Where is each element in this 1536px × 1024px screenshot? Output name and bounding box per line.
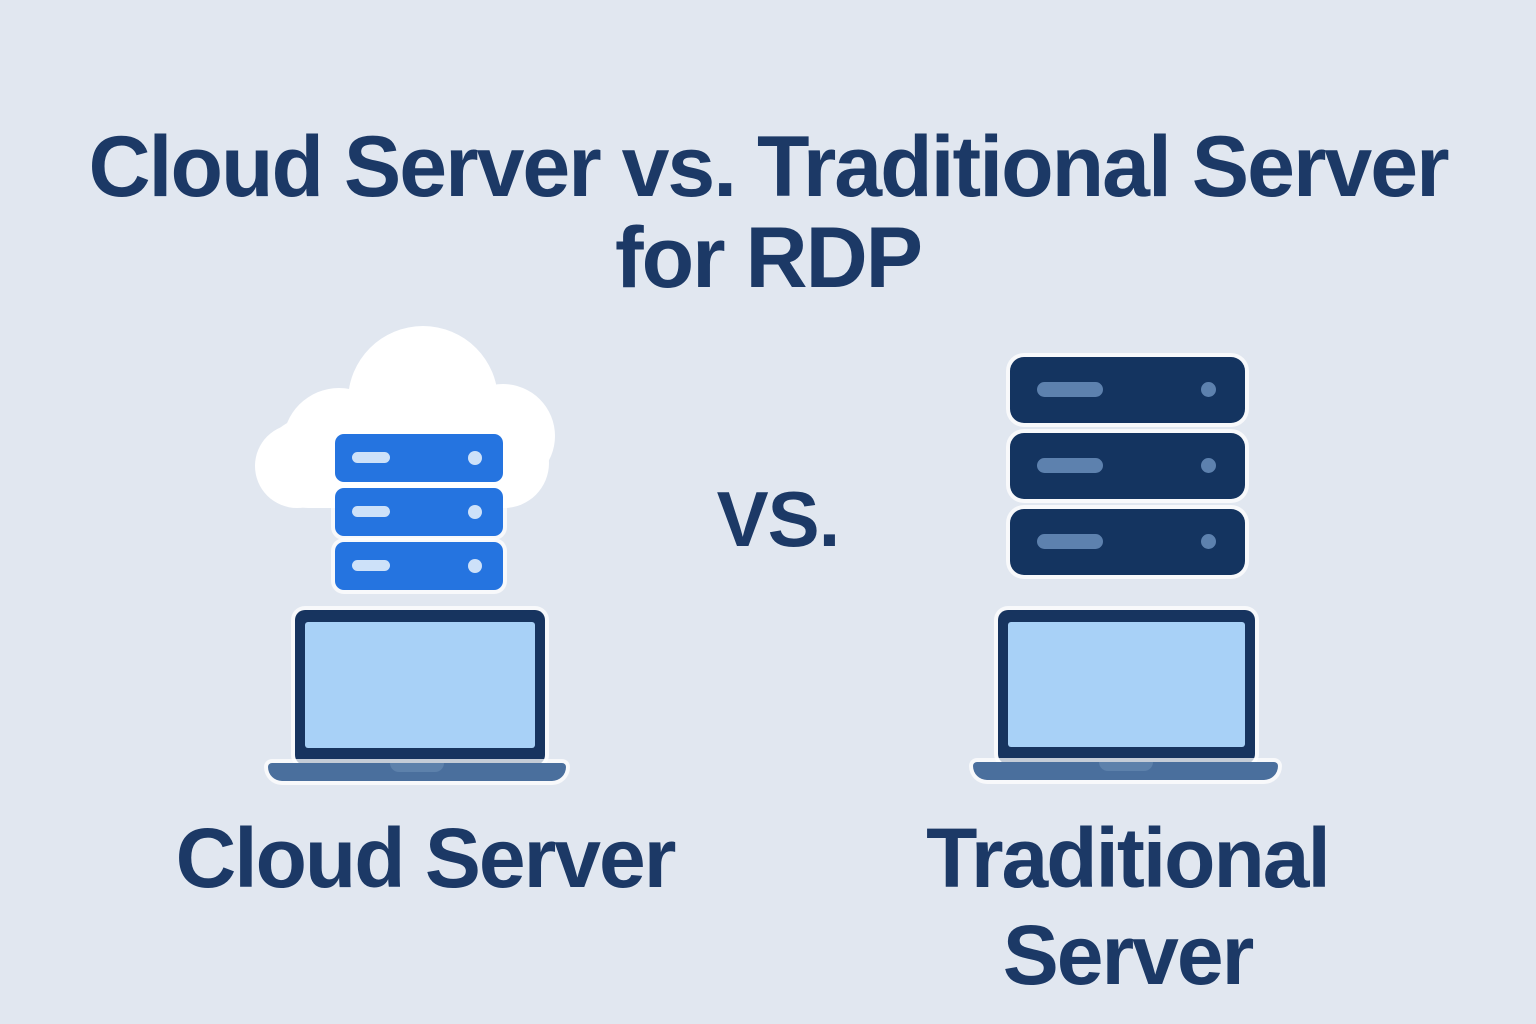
server-unit (335, 434, 503, 482)
laptop-lid (998, 610, 1255, 764)
laptop-notch (1098, 762, 1153, 771)
page-title-line1: Cloud Server vs. Traditional Server (88, 119, 1449, 215)
laptop-screen (305, 622, 535, 748)
server-slot (352, 560, 390, 571)
laptop-screen (1008, 622, 1245, 747)
page-title: Cloud Server vs. Traditional Server for … (0, 119, 1536, 307)
server-led (468, 559, 482, 573)
laptop-base (268, 763, 566, 781)
server-led (468, 451, 482, 465)
server-unit (1010, 509, 1245, 575)
server-slot (352, 452, 390, 463)
server-unit (1010, 357, 1245, 423)
laptop-lid (295, 610, 545, 765)
laptop-base (973, 762, 1278, 780)
server-led (1201, 382, 1216, 397)
page-title-line2: for RDP (614, 210, 923, 307)
server-unit (1010, 433, 1245, 499)
server-led (468, 505, 482, 519)
server-slot (1037, 458, 1103, 473)
server-led (1201, 458, 1216, 473)
traditional-server-label: Traditional Server (926, 811, 1331, 1002)
vs-text: VS. (716, 475, 841, 563)
server-unit (335, 542, 503, 590)
cloud-server-label: Cloud Server (175, 811, 677, 905)
laptop-notch (390, 763, 444, 772)
server-slot (1037, 534, 1103, 549)
server-slot (352, 506, 390, 517)
server-led (1201, 534, 1216, 549)
server-slot (1037, 382, 1103, 397)
server-unit (335, 488, 503, 536)
